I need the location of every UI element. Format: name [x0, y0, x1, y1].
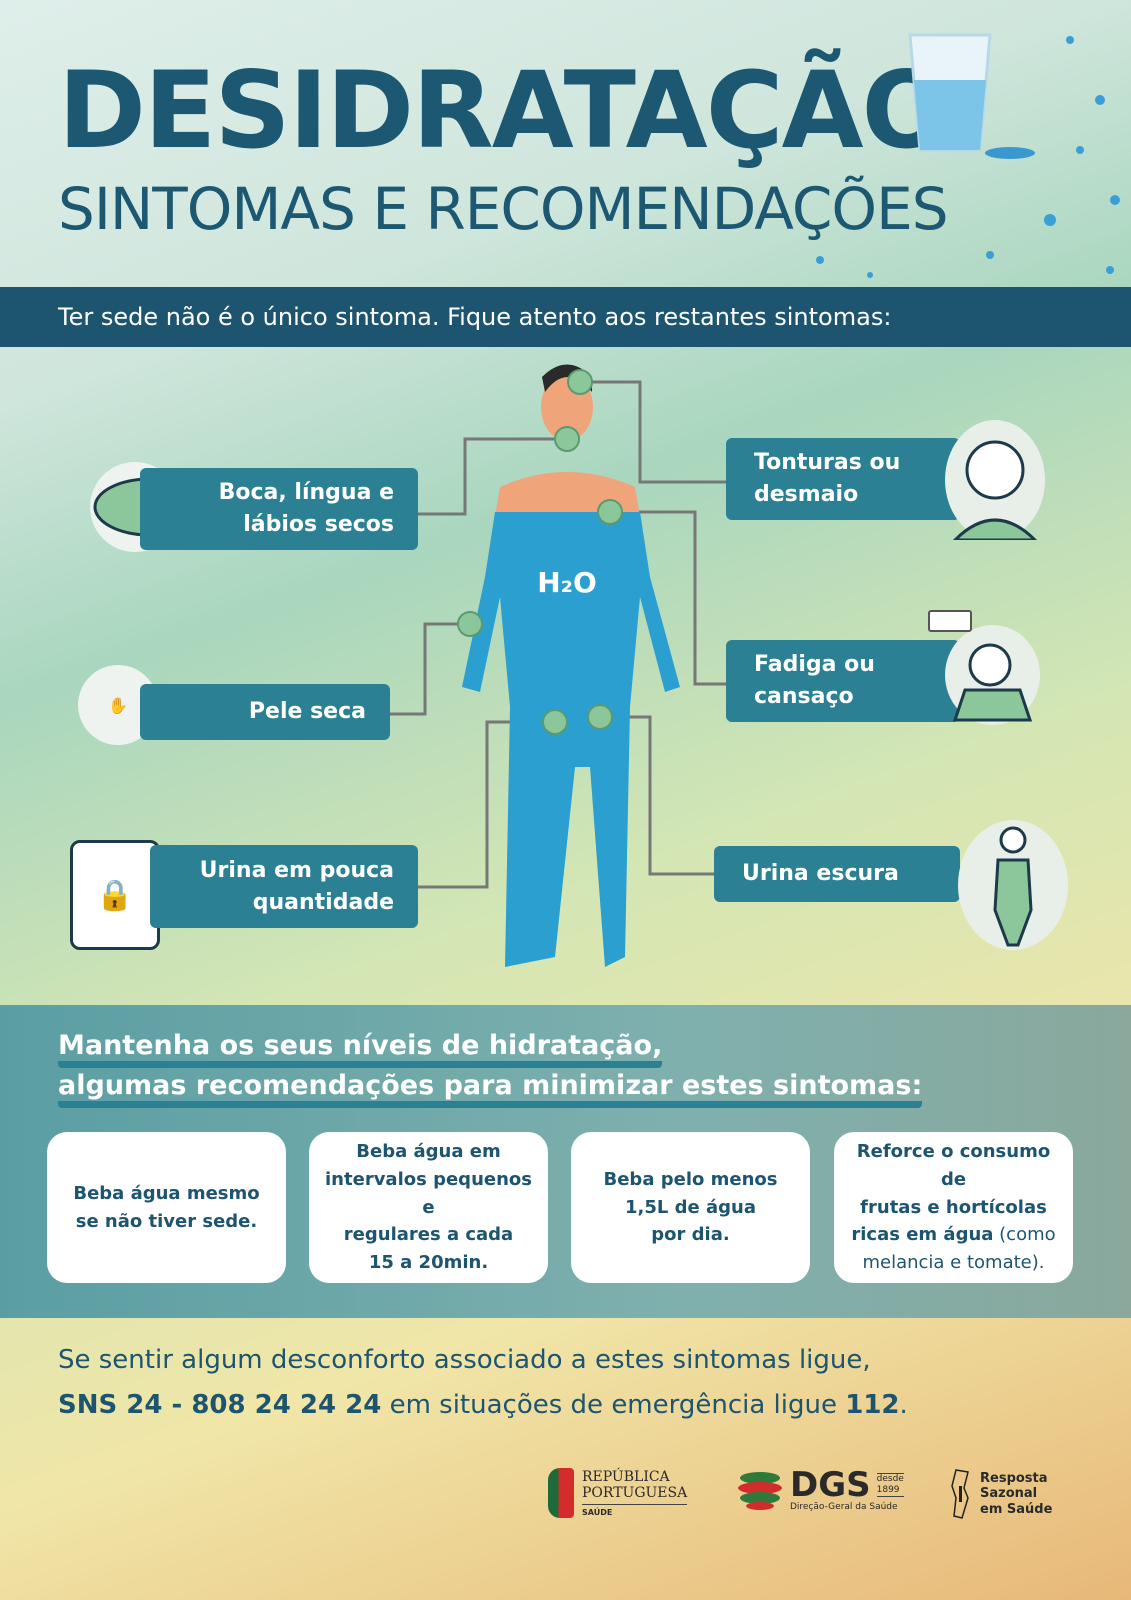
dgs-emblem-icon	[738, 1472, 782, 1510]
h2o-label: H₂O	[537, 566, 597, 599]
footer-advice: Se sentir algum desconforto associado a …	[58, 1345, 871, 1375]
recommendations-heading-1: Mantenha os seus níveis de hidratação,	[58, 1030, 663, 1068]
symptom-dry-skin: Pele seca	[140, 684, 390, 740]
sns24-phone[interactable]: SNS 24 - 808 24 24 24	[58, 1390, 382, 1420]
symptom-dark-urine: Urina escura	[714, 846, 960, 902]
emergency-number[interactable]: 112	[845, 1390, 900, 1420]
toilet-icon: 🔒	[70, 840, 160, 950]
lock-icon: 🔒	[96, 877, 134, 913]
tired-person-icon	[945, 625, 1040, 725]
water-glass-icon	[908, 33, 1035, 159]
symptom-points	[457, 369, 623, 735]
footer-contacts: SNS 24 - 808 24 24 24 em situações de em…	[58, 1390, 908, 1420]
body-diagram: H₂O	[390, 364, 726, 967]
recommendations-heading-2: algumas recomendações para minimizar est…	[58, 1070, 923, 1108]
low-battery-icon	[928, 610, 972, 632]
human-body-silhouette	[462, 364, 680, 967]
portugal-map-thermometer-icon	[951, 1469, 969, 1519]
page-subtitle: SINTOMAS E RECOMENDAÇÕES	[58, 175, 949, 243]
page-title: DESIDRATAÇÃO	[58, 49, 952, 172]
intro-banner: Ter sede não é o único sintoma. Fique at…	[0, 287, 1131, 347]
urgent-person-icon	[958, 820, 1068, 950]
dizzy-person-icon	[945, 420, 1045, 540]
flag-emblem-icon	[548, 1468, 574, 1518]
